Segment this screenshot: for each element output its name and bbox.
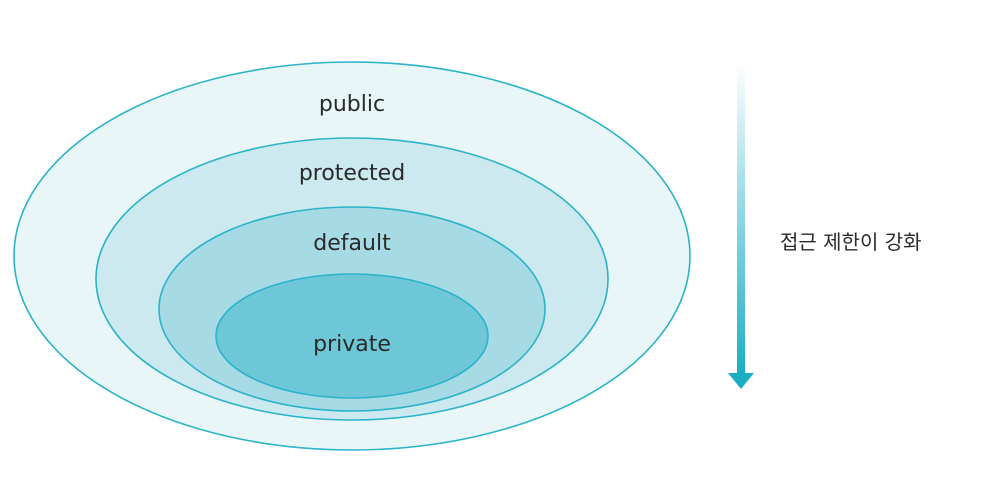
label-default: default xyxy=(313,231,391,256)
arrow-caption: 접근 제한이 강화 xyxy=(780,230,922,254)
ring-private xyxy=(215,273,489,399)
label-private: private xyxy=(313,332,391,357)
label-public: public xyxy=(319,92,385,117)
label-protected: protected xyxy=(299,161,405,186)
down-arrow-icon xyxy=(728,62,754,389)
